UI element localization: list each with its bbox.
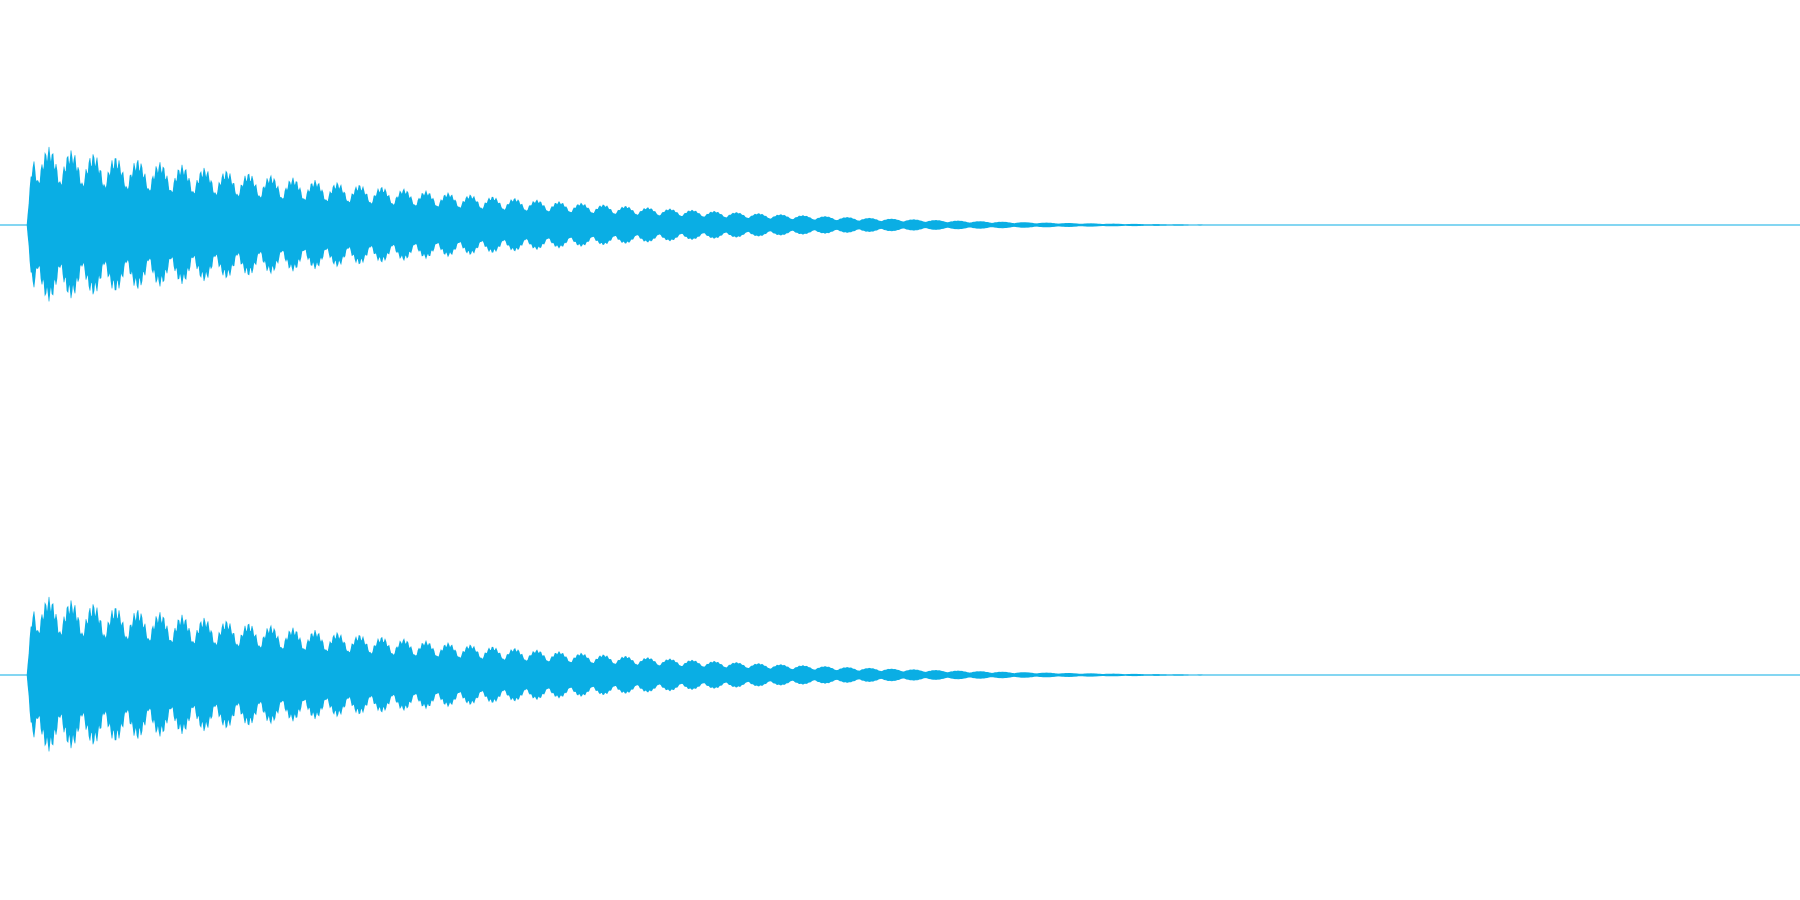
channel-left[interactable] <box>0 0 1800 450</box>
channel-right[interactable] <box>0 450 1800 900</box>
waveform-channel-right <box>0 596 1800 752</box>
waveform-path-right <box>26 596 1269 752</box>
waveform-channel-left <box>0 146 1800 302</box>
waveform-path-left <box>26 146 1269 302</box>
